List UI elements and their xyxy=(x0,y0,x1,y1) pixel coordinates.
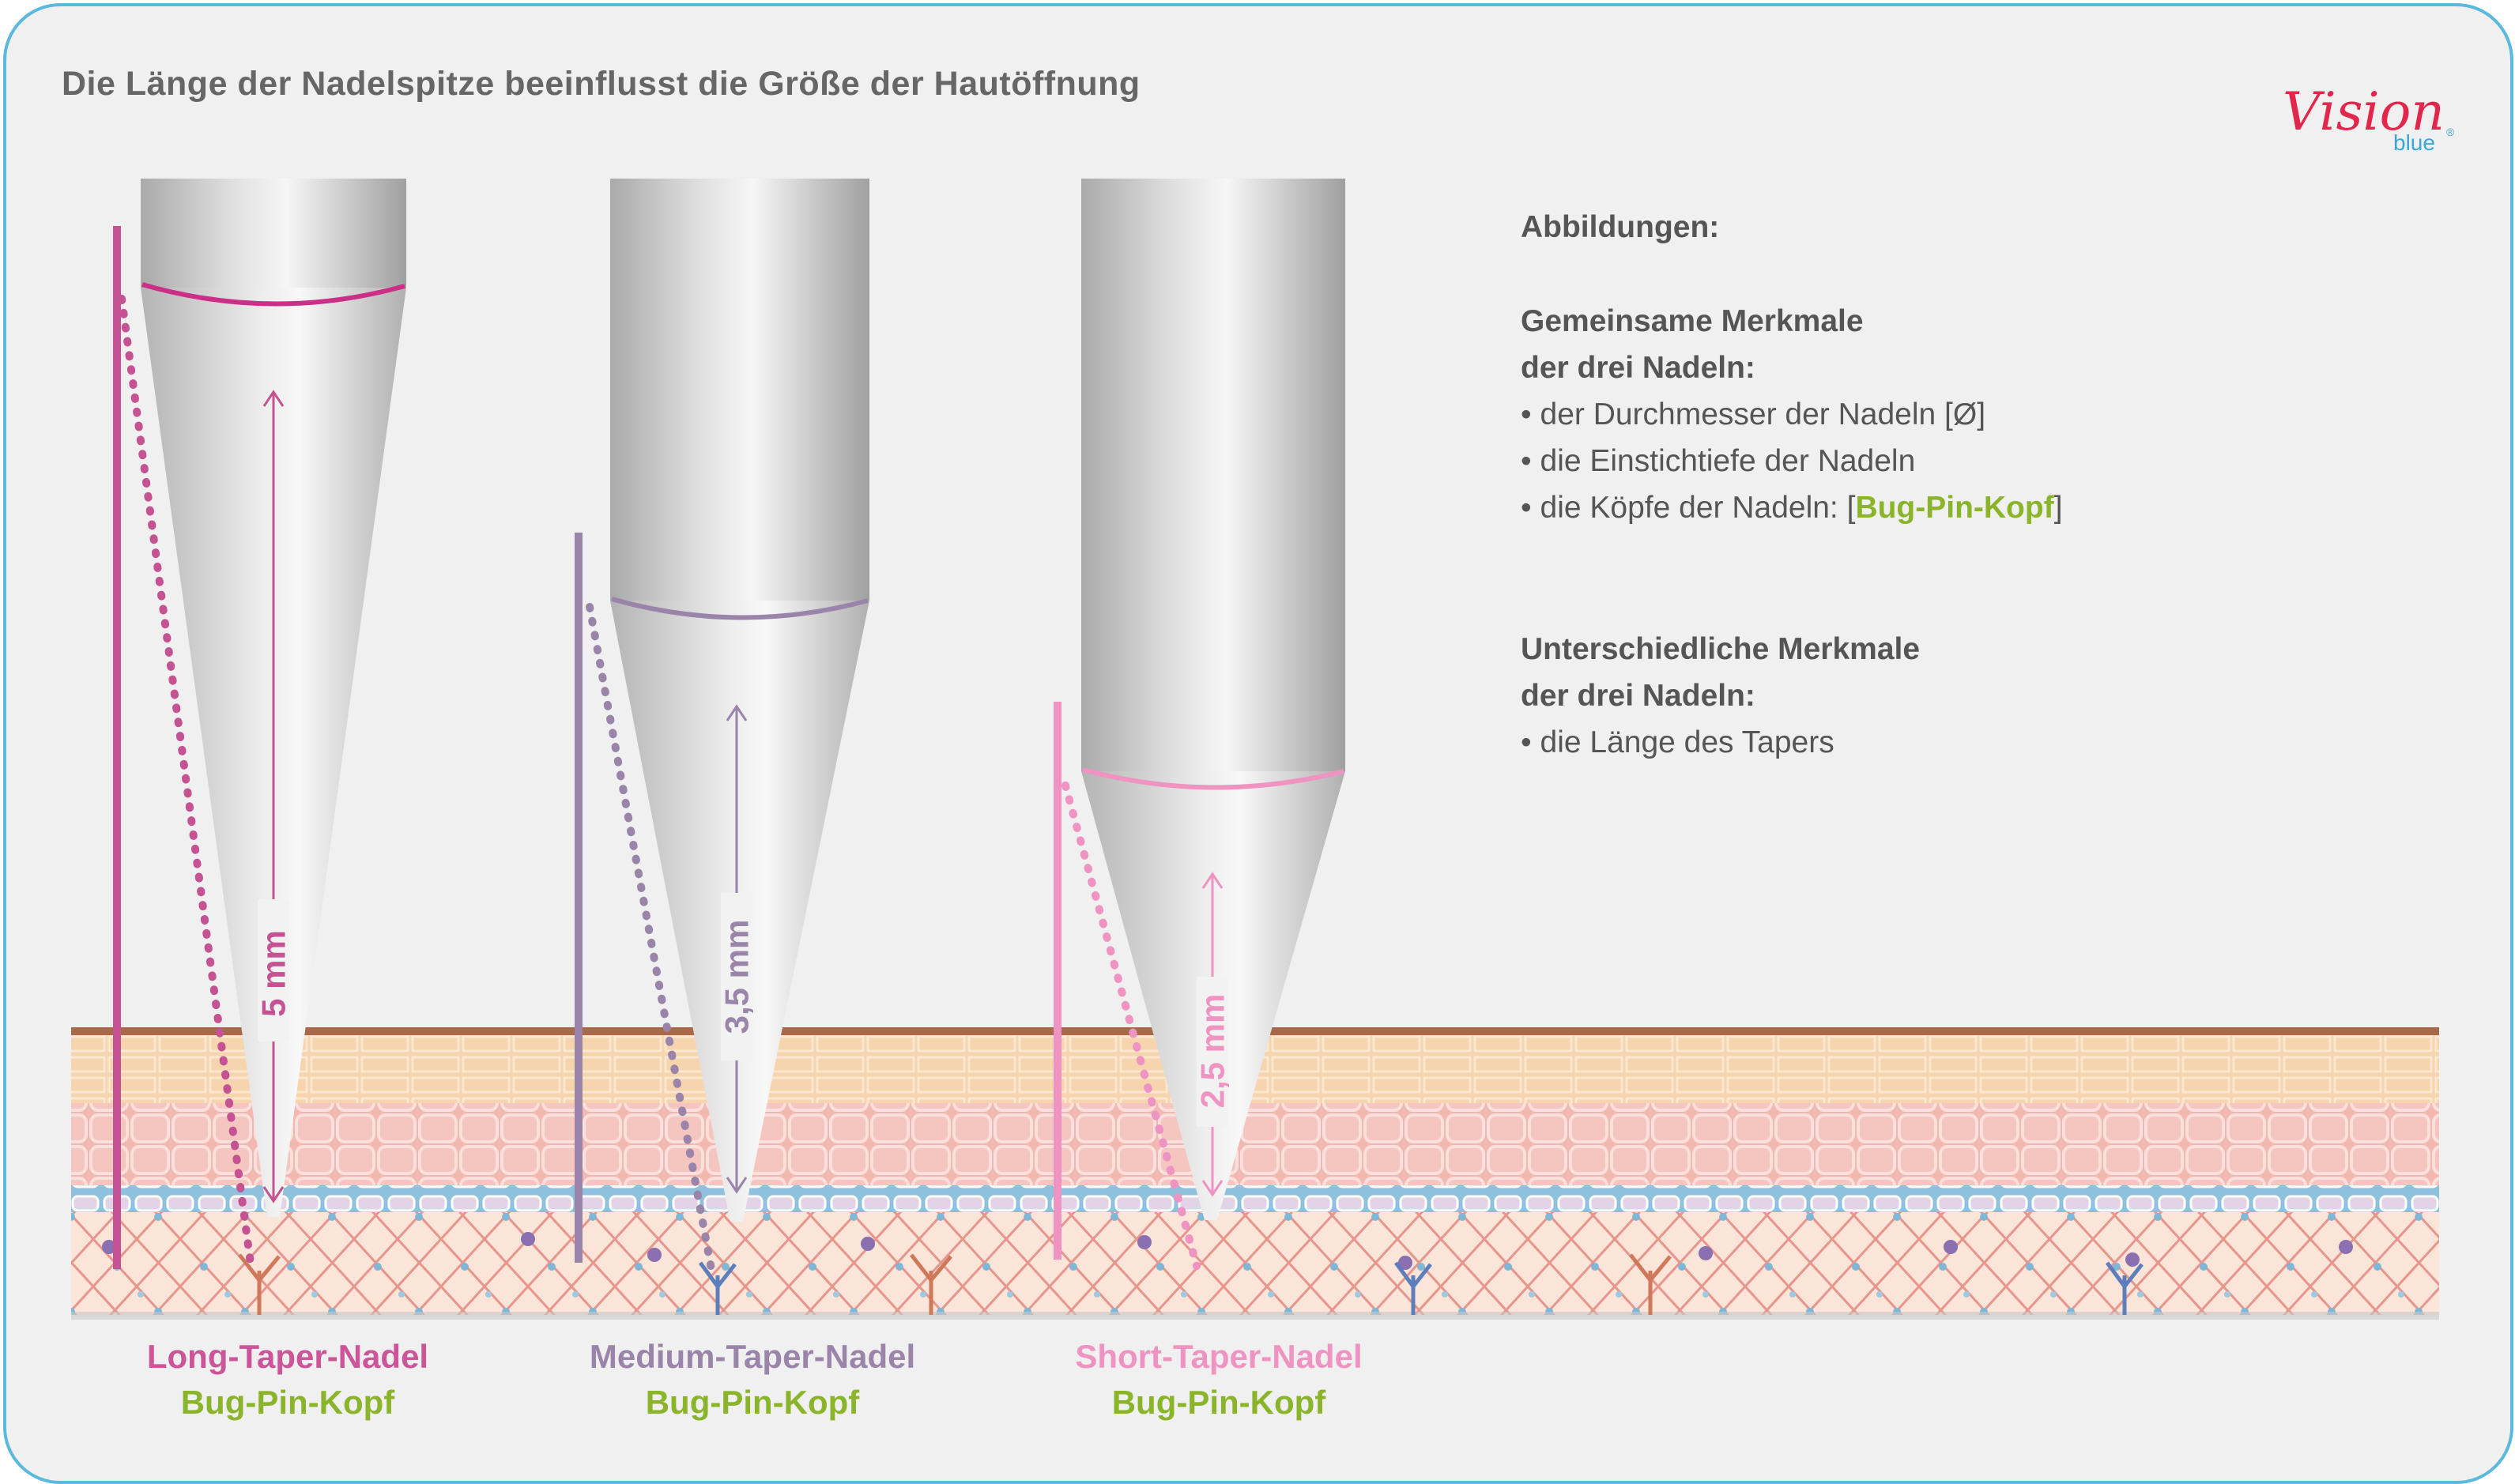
measure-label-bg xyxy=(1197,977,1228,1127)
needle-label-medium: Medium-Taper-Nadel Bug-Pin-Kopf xyxy=(515,1334,990,1426)
basal-layer xyxy=(71,1185,2439,1212)
info-panel: Abbildungen: Gemeinsame Merkmale der dre… xyxy=(1521,204,2390,766)
needle-shaft xyxy=(610,179,869,601)
needle-name: Short-Taper-Nadel xyxy=(1075,1338,1363,1375)
diff-heading-line2: der drei Nadeln: xyxy=(1521,679,1755,713)
dermis-layer xyxy=(71,1212,2439,1315)
taper-length-label: 5 mm xyxy=(255,930,292,1017)
logo-text-sub: blue xyxy=(2393,130,2435,155)
common-item-prefix: die Köpfe der Nadeln: [ xyxy=(1540,491,1856,525)
skin-shadow xyxy=(71,1312,2439,1320)
needle-head: Bug-Pin-Kopf xyxy=(645,1384,860,1421)
logo-registered-mark: ® xyxy=(2446,126,2455,138)
capillaries xyxy=(238,1253,1672,1315)
medium-taper-needle: 3,5 mm xyxy=(575,179,869,1273)
common-heading-line2: der drei Nadeln: xyxy=(1521,351,1755,385)
page-title: Die Länge der Nadelspitze beeinflusst di… xyxy=(62,65,1141,103)
common-item: der Durchmesser der Nadeln [Ø] xyxy=(1521,391,2390,438)
measure-label-bg xyxy=(258,899,289,1041)
vision-blue-logo: Vision blue ® xyxy=(2283,81,2455,155)
taper-start-marker xyxy=(611,597,869,620)
needle-shaft xyxy=(1081,179,1345,771)
dermis-cells xyxy=(102,1232,2353,1270)
taper-length-label: 2,5 mm xyxy=(1194,994,1231,1109)
diagram-frame: Die Länge der Nadelspitze beeinflusst di… xyxy=(3,3,2513,1484)
diff-heading-line1: Unterschiedliche Merkmale xyxy=(1521,632,1921,666)
epidermis-lower-layer xyxy=(71,1103,2439,1185)
taper-length-label: 3,5 mm xyxy=(718,920,756,1034)
needle-label-short: Short-Taper-Nadel Bug-Pin-Kopf xyxy=(982,1334,1456,1426)
common-item: die Einstichtiefe der Nadeln xyxy=(1521,438,2390,484)
common-item-suffix: ] xyxy=(2053,491,2063,525)
nerve-endings xyxy=(698,1261,2144,1315)
arrow-heads xyxy=(1201,872,1224,1197)
arrow-heads xyxy=(726,704,748,1194)
taper-start-marker xyxy=(141,282,405,307)
common-heading-line1: Gemeinsame Merkmale xyxy=(1521,304,1864,338)
arrow-heads xyxy=(262,390,285,1203)
common-item: die Köpfe der Nadeln: [Bug-Pin-Kopf] xyxy=(1521,484,2390,531)
needle-label-long: Long-Taper-Nadel Bug-Pin-Kopf xyxy=(51,1334,525,1426)
needle-name: Medium-Taper-Nadel xyxy=(589,1338,916,1375)
taper-outline-dotted xyxy=(586,603,715,1273)
taper-outline-dotted xyxy=(1061,782,1201,1270)
measure-label-bg xyxy=(721,893,752,1060)
needle-diagram: 5 mm 3,5 mm 2,5 mm xyxy=(71,179,2439,1320)
short-taper-needle: 2,5 mm xyxy=(1054,179,1345,1270)
logo-text-main: Vision xyxy=(2283,81,2445,142)
long-taper-needle: 5 mm xyxy=(113,179,406,1273)
needle-head: Bug-Pin-Kopf xyxy=(1111,1384,1326,1421)
info-heading: Abbildungen: xyxy=(1521,210,1720,244)
taper-start-marker xyxy=(1082,767,1344,790)
taper-outline-dotted xyxy=(118,295,255,1273)
diff-item: die Länge des Tapers xyxy=(1521,719,2390,766)
needle-name: Long-Taper-Nadel xyxy=(146,1338,429,1375)
needle-head: Bug-Pin-Kopf xyxy=(180,1384,395,1421)
common-item-highlight: Bug-Pin-Kopf xyxy=(1855,491,2054,525)
needle-shaft xyxy=(141,179,406,288)
